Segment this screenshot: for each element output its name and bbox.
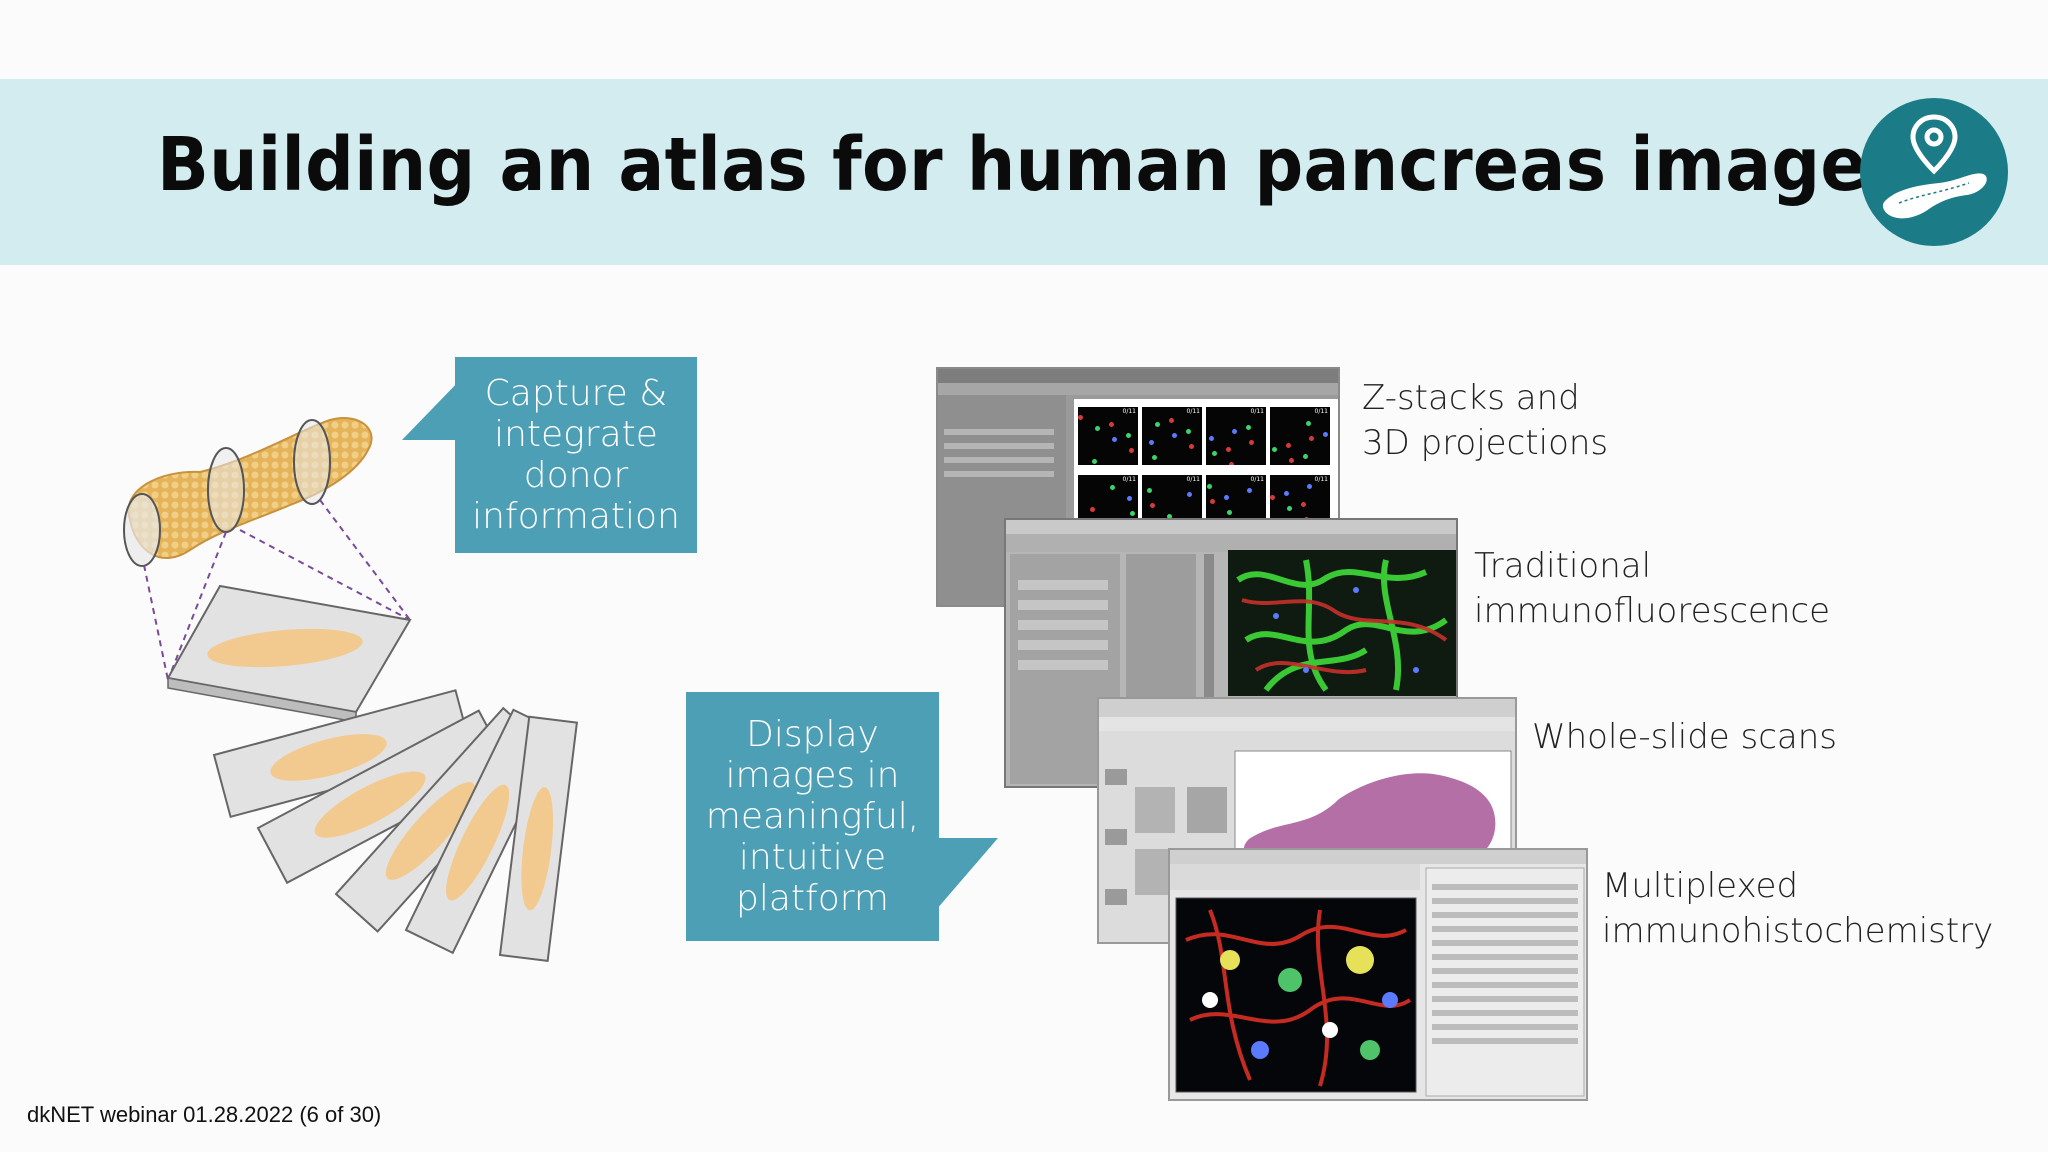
z-stack-panel-index: 0/11	[1186, 476, 1200, 483]
pancreas-slides-illustration	[90, 410, 650, 970]
label-whole-slide: Whole-slide scans	[1532, 717, 1838, 757]
z-stack-panel: 0/11	[1206, 407, 1266, 465]
screenshot-multiplexed-ihc	[1168, 848, 1588, 1101]
z-stack-panel: 0/11	[1078, 407, 1138, 465]
label-z-stacks: Z-stacks and 3D projections	[1362, 378, 1609, 463]
z-stack-panel-index: 0/11	[1250, 408, 1264, 415]
z-stack-panel-index: 0/11	[1314, 408, 1328, 415]
pancreas-location-pin-icon	[1859, 97, 2009, 247]
slide-footer: dkNET webinar 01.28.2022 (6 of 30)	[27, 1102, 382, 1127]
callout-capture-text: Capture & integrate donor information	[472, 373, 680, 537]
callout-capture-donor-info: Capture & integrate donor information	[455, 357, 697, 553]
callout-tail-capture	[402, 378, 462, 440]
callout-display-images: Display images in meaningful, intuitive …	[686, 692, 939, 941]
callout-display-text: Display images in meaningful, intuitive …	[705, 714, 920, 919]
callout-tail-display	[936, 838, 998, 910]
z-stack-panel-index: 0/11	[1314, 476, 1328, 483]
z-stack-panel: 0/11	[1270, 407, 1330, 465]
z-stack-panel: 0/11	[1142, 407, 1202, 465]
z-stack-panel-index: 0/11	[1186, 408, 1200, 415]
label-multiplexed-ihc: Multiplexed immunohistochemistry	[1602, 866, 1994, 951]
z-stack-panel-index: 0/11	[1250, 476, 1264, 483]
label-immunofluorescence: Traditional immunofluorescence	[1474, 546, 1830, 631]
slide-title: Building an atlas for human pancreas ima…	[157, 122, 1908, 208]
z-stack-panel-index: 0/11	[1122, 476, 1136, 483]
z-stack-panel-index: 0/11	[1122, 408, 1136, 415]
title-banner	[0, 79, 2048, 265]
